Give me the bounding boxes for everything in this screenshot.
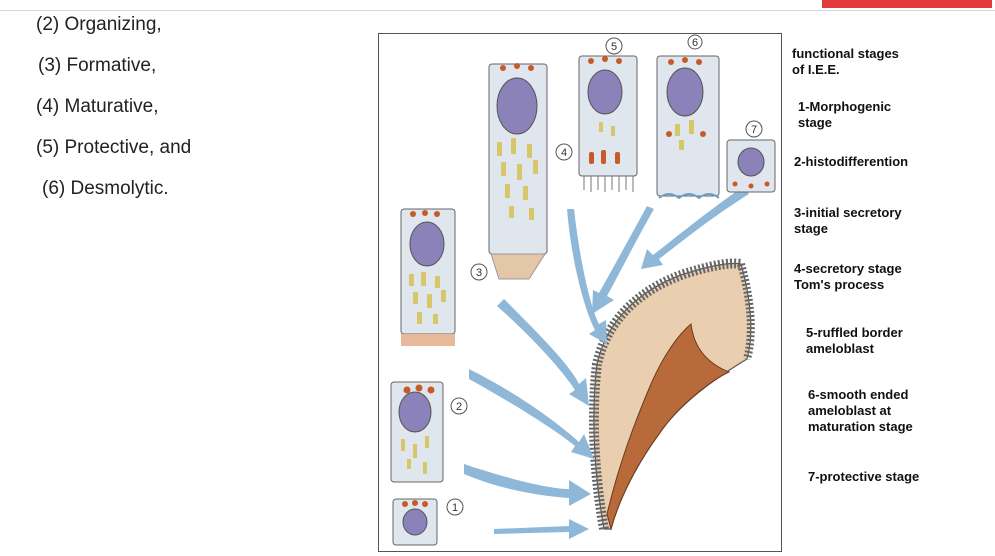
tooth-germ xyxy=(594,263,751,529)
cell-6 xyxy=(657,56,719,198)
legend-item: 3-initial secretory stage xyxy=(794,205,902,237)
arrow xyxy=(567,209,607,344)
figure-svg: 1 2 3 4 5 6 7 xyxy=(379,34,781,551)
stages-list-item: (6) Desmolytic. xyxy=(36,176,191,217)
legend-item: 7-protective stage xyxy=(808,469,919,485)
stages-list-item: (4) Maturative, xyxy=(36,94,191,135)
stages-list-item: (3) Formative, xyxy=(36,53,191,94)
stages-list: (2) Organizing, (3) Formative, (4) Matur… xyxy=(36,12,191,217)
arrow xyxy=(497,299,589,406)
cell-7 xyxy=(727,140,775,192)
cell-number-6: 6 xyxy=(692,37,698,49)
cell-number-5: 5 xyxy=(611,41,617,53)
stages-list-item: (5) Protective, and xyxy=(36,135,191,176)
cell-number-4: 4 xyxy=(561,147,567,159)
cell-3 xyxy=(401,209,455,346)
arrow xyxy=(464,464,591,506)
cell-1 xyxy=(393,499,437,545)
legend-title: functional stages of I.E.E. xyxy=(792,46,899,78)
legend-item: 1-Morphogenic stage xyxy=(798,99,891,131)
cell-5 xyxy=(579,56,637,192)
arrow xyxy=(494,519,589,539)
ameloblast-life-cycle-figure: 1 2 3 4 5 6 7 xyxy=(378,33,782,552)
cell-number-1: 1 xyxy=(452,502,458,514)
arrow xyxy=(641,186,749,269)
legend-item: 6-smooth ended ameloblast at maturation … xyxy=(808,387,913,435)
stages-list-item: (2) Organizing, xyxy=(36,12,191,53)
header-accent-tab xyxy=(822,0,992,8)
cell-2 xyxy=(391,382,443,482)
legend-item: 5-ruffled border ameloblast xyxy=(806,325,903,357)
legend-item: 2-histodifferention xyxy=(794,154,908,170)
cell-4 xyxy=(489,63,547,279)
cell-number-3: 3 xyxy=(476,267,482,279)
cell-number-7: 7 xyxy=(751,124,757,136)
cell-number-2: 2 xyxy=(456,401,462,413)
legend-item: 4-secretory stage Tom's process xyxy=(794,261,902,293)
